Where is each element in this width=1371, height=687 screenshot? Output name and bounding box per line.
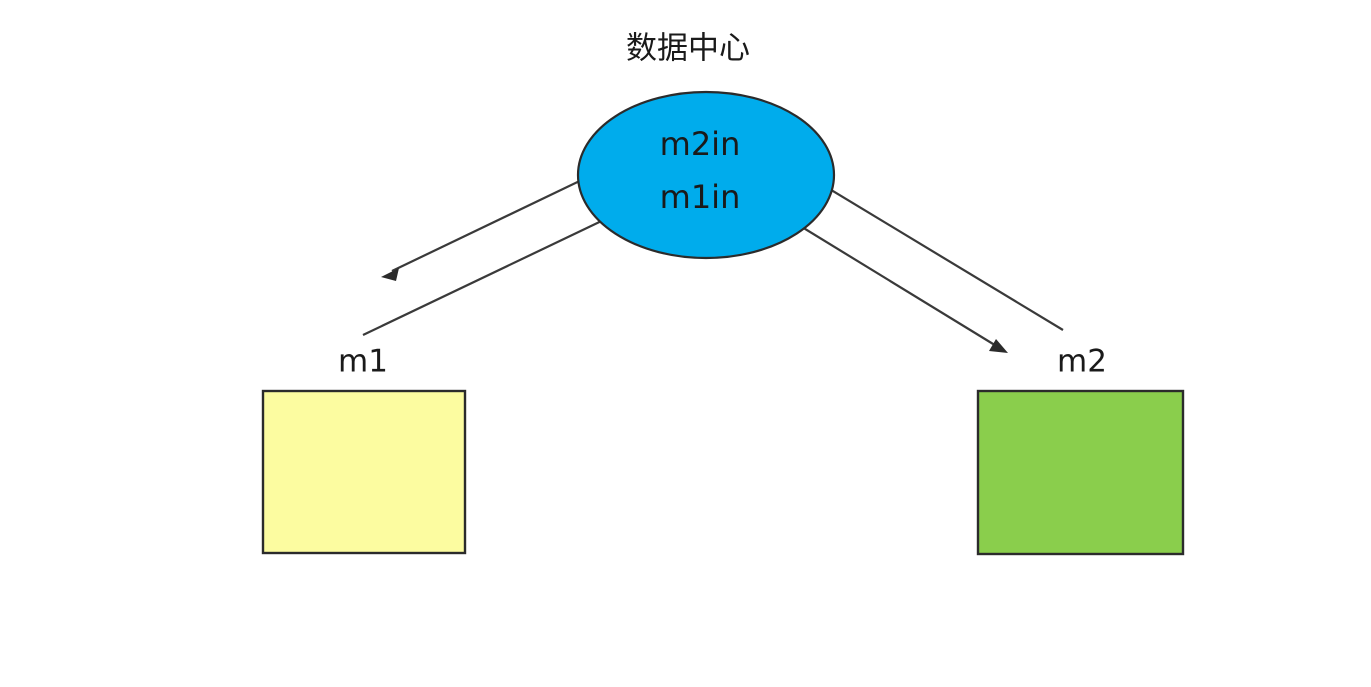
m1-rectangle xyxy=(261,389,467,555)
edge-m1-to-m1in-line xyxy=(362,204,636,336)
arrowhead-down-left-icon xyxy=(381,268,399,281)
arrowhead-down-right-icon xyxy=(989,339,1008,353)
datacenter-title: 数据中心 xyxy=(626,31,750,67)
node-datacenter[interactable]: m2in m1in xyxy=(576,90,836,260)
node-m2[interactable]: m2 xyxy=(976,344,1185,556)
m2-rectangle xyxy=(976,389,1185,556)
node-label-m2: m2 xyxy=(1057,344,1107,380)
node-m1[interactable]: m1 xyxy=(261,344,467,555)
node-label-m1: m1 xyxy=(338,344,388,380)
port-label-m1in: m1in xyxy=(660,178,741,216)
port-label-m2in: m2in xyxy=(660,125,741,163)
datacenter-ellipse xyxy=(576,90,836,260)
